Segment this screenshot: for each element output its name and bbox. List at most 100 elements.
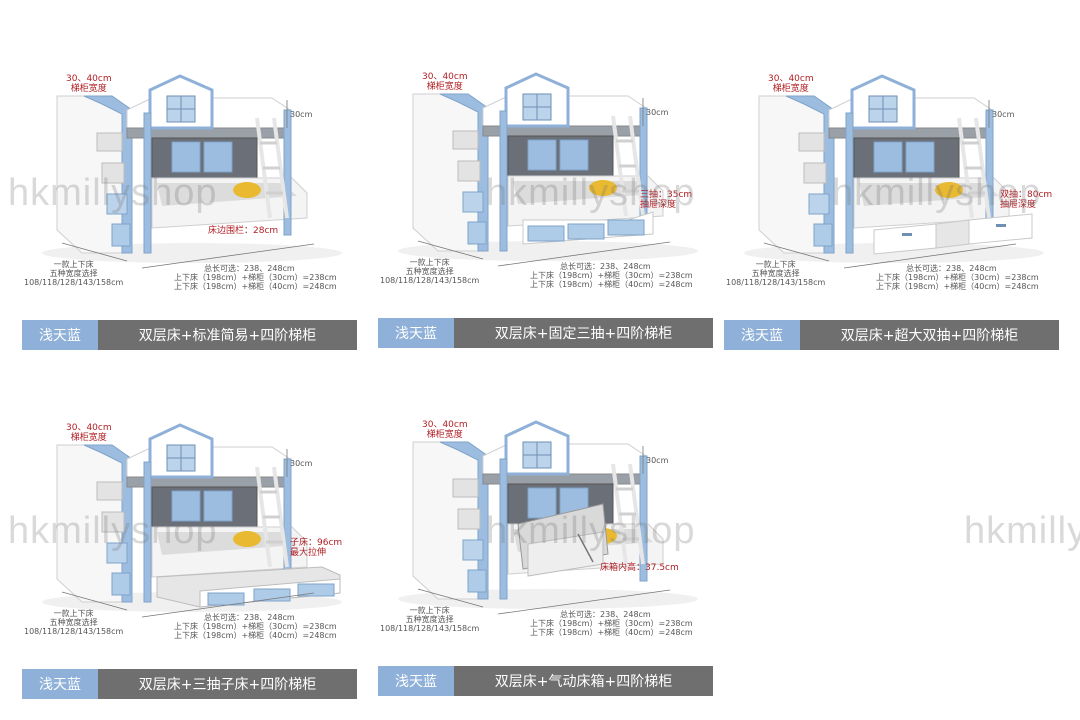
length-note-line: 上下床（198cm）+梯柜（30cm）=238cm: [174, 273, 337, 283]
width-note: 一款上下床 五种宽度选择 108/118/128/143/158cm: [24, 260, 123, 288]
height-label: 30cm: [290, 459, 313, 468]
length-note-line: 上下床（198cm）+梯柜（40cm）=248cm: [530, 628, 693, 638]
ladder: [255, 466, 289, 568]
length-note-line: 总长可选：238、248cm: [560, 262, 651, 271]
product-card[interactable]: 30、40cm 梯柜宽度 30cm 双抽：80cm 抽屉深度 一款上下床 五种宽…: [724, 18, 1059, 358]
width-note-line: 108/118/128/143/158cm: [24, 278, 124, 288]
cabinet-width-annotation: 30、40cm 梯柜宽度: [768, 74, 814, 95]
length-note-line: 上下床（198cm）+梯柜（30cm）=238cm: [530, 619, 693, 629]
length-note-line: 总长可选：238、248cm: [204, 264, 295, 273]
feature-label: 三抽：35cm: [640, 190, 693, 200]
feature-caption: 最大拉伸: [290, 548, 327, 559]
product-label-bar: 浅天蓝 双层床+标准简易+四阶梯柜: [22, 320, 357, 350]
feature-label: 子床：96cm: [290, 538, 343, 548]
ladder: [611, 115, 645, 217]
width-dimension-line: [61, 242, 128, 262]
width-note-line: 108/118/128/143/158cm: [726, 278, 826, 288]
product-card[interactable]: 30、40cm 梯柜宽度 30cm 床边围栏：28cm 一款上下床 五种宽度选择…: [22, 18, 357, 358]
length-dimension-line: [497, 589, 671, 615]
drawer-unit: [522, 211, 654, 245]
length-note-line: 上下床（198cm）+梯柜（30cm）=238cm: [530, 271, 693, 281]
house-roof: [148, 74, 214, 130]
product-label-bar: 浅天蓝 双层床+固定三抽+四阶梯柜: [378, 318, 713, 348]
width-dimension-line: [417, 240, 484, 260]
color-name: 浅天蓝: [22, 669, 98, 699]
product-description: 双层床+固定三抽+四阶梯柜: [454, 318, 713, 348]
width-note-line: 108/118/128/143/158cm: [24, 627, 124, 637]
width-note-line: 五种宽度选择: [49, 618, 98, 628]
length-note-line: 上下床（198cm）+梯柜（40cm）=248cm: [876, 282, 1039, 292]
width-note: 一款上下床 五种宽度选择 108/118/128/143/158cm: [24, 609, 123, 637]
feature-annotation: 床边围栏：28cm: [208, 226, 278, 236]
cabinet-width-caption: 梯柜宽度: [772, 84, 809, 95]
product-description: 双层床+三抽子床+四阶梯柜: [98, 669, 357, 699]
width-note-line: 108/118/128/143/158cm: [380, 276, 480, 286]
house-roof: [148, 423, 214, 479]
cabinet-width-value: 30、40cm: [422, 72, 468, 82]
cabinet-width-annotation: 30、40cm 梯柜宽度: [66, 423, 112, 444]
cabinet-width-value: 30、40cm: [66, 74, 112, 84]
bunk-bed-illustration: [398, 420, 698, 615]
cabinet-width-annotation: 30、40cm 梯柜宽度: [66, 74, 112, 95]
length-note: 总长可选：238、248cm 上下床（198cm）+梯柜（30cm）=238cm…: [174, 264, 337, 292]
height-label: 30cm: [992, 110, 1015, 119]
length-note-line: 上下床（198cm）+梯柜（40cm）=248cm: [530, 280, 693, 290]
length-note-line: 上下床（198cm）+梯柜（30cm）=238cm: [174, 622, 337, 632]
length-note-line: 总长可选：238、248cm: [560, 610, 651, 619]
cabinet-width-annotation: 30、40cm 梯柜宽度: [422, 420, 468, 441]
height-label: 30cm: [290, 110, 313, 119]
feature-label: 床边围栏：28cm: [208, 226, 279, 236]
width-note-line: 一款上下床: [409, 258, 450, 267]
length-dimension-line: [141, 592, 315, 618]
feature-caption: 抽屉深度: [640, 200, 677, 211]
feature-annotation: 子床：96cm 最大拉伸: [290, 538, 343, 558]
width-note-line: 五种宽度选择: [49, 269, 98, 279]
length-note-line: 上下床（198cm）+梯柜（40cm）=248cm: [174, 282, 337, 292]
trundle-unit: [156, 566, 341, 608]
feature-label: 双抽：80cm: [1000, 190, 1053, 200]
color-name: 浅天蓝: [378, 318, 454, 348]
width-note: 一款上下床 五种宽度选择 108/118/128/143/158cm: [380, 258, 479, 286]
cabinet-width-caption: 梯柜宽度: [426, 430, 463, 441]
feature-annotation: 双抽：80cm 抽屉深度: [1000, 190, 1053, 210]
product-description: 双层床+标准简易+四阶梯柜: [98, 320, 357, 350]
house-roof: [504, 72, 570, 128]
cabinet-width-value: 30、40cm: [768, 74, 814, 84]
cabinet-width-caption: 梯柜宽度: [426, 82, 463, 93]
width-note-line: 五种宽度选择: [405, 615, 454, 625]
storage-box: [517, 503, 609, 577]
ladder: [255, 117, 289, 219]
cabinet-width-annotation: 30、40cm 梯柜宽度: [422, 72, 468, 93]
house-roof: [504, 420, 570, 476]
length-note: 总长可选：238、248cm 上下床（198cm）+梯柜（30cm）=238cm…: [530, 610, 693, 638]
width-note-line: 五种宽度选择: [405, 267, 454, 277]
height-label: 30cm: [646, 108, 669, 117]
length-note-line: 总长可选：238、248cm: [204, 613, 295, 622]
width-note-line: 108/118/128/143/158cm: [380, 624, 480, 634]
length-note: 总长可选：238、248cm 上下床（198cm）+梯柜（30cm）=238cm…: [174, 613, 337, 641]
bunk-bed-illustration: [42, 74, 342, 269]
width-dimension-line: [61, 591, 128, 611]
width-note: 一款上下床 五种宽度选择 108/118/128/143/158cm: [726, 260, 825, 288]
cabinet-width-caption: 梯柜宽度: [70, 84, 107, 95]
product-description: 双层床+气动床箱+四阶梯柜: [454, 666, 713, 696]
length-dimension-line: [497, 241, 671, 267]
ladder: [957, 117, 991, 219]
color-name: 浅天蓝: [724, 320, 800, 350]
feature-caption: 抽屉深度: [1000, 200, 1037, 211]
ladder: [611, 463, 645, 565]
height-label: 30cm: [646, 456, 669, 465]
product-label-bar: 浅天蓝 双层床+超大双抽+四阶梯柜: [724, 320, 1059, 350]
length-note: 总长可选：238、248cm 上下床（198cm）+梯柜（30cm）=238cm…: [530, 262, 693, 290]
length-note: 总长可选：238、248cm 上下床（198cm）+梯柜（30cm）=238cm…: [876, 264, 1039, 292]
width-note-line: 五种宽度选择: [751, 269, 800, 279]
color-name: 浅天蓝: [22, 320, 98, 350]
width-note-line: 一款上下床: [53, 260, 94, 269]
feature-label: 床箱内高：37.5cm: [600, 563, 679, 573]
width-dimension-line: [417, 588, 484, 608]
feature-annotation: 床箱内高：37.5cm: [600, 563, 679, 573]
product-card[interactable]: 30、40cm 梯柜宽度 30cm 子床：96cm 最大拉伸 一款上下床 五种宽…: [22, 367, 357, 707]
product-card[interactable]: 30、40cm 梯柜宽度 30cm 三抽：35cm 抽屉深度 一款上下床 五种宽…: [378, 16, 713, 356]
product-card[interactable]: 30、40cm 梯柜宽度 30cm 床箱内高：37.5cm 一款上下床 五种宽度…: [378, 364, 713, 704]
length-dimension-line: [843, 243, 1017, 269]
